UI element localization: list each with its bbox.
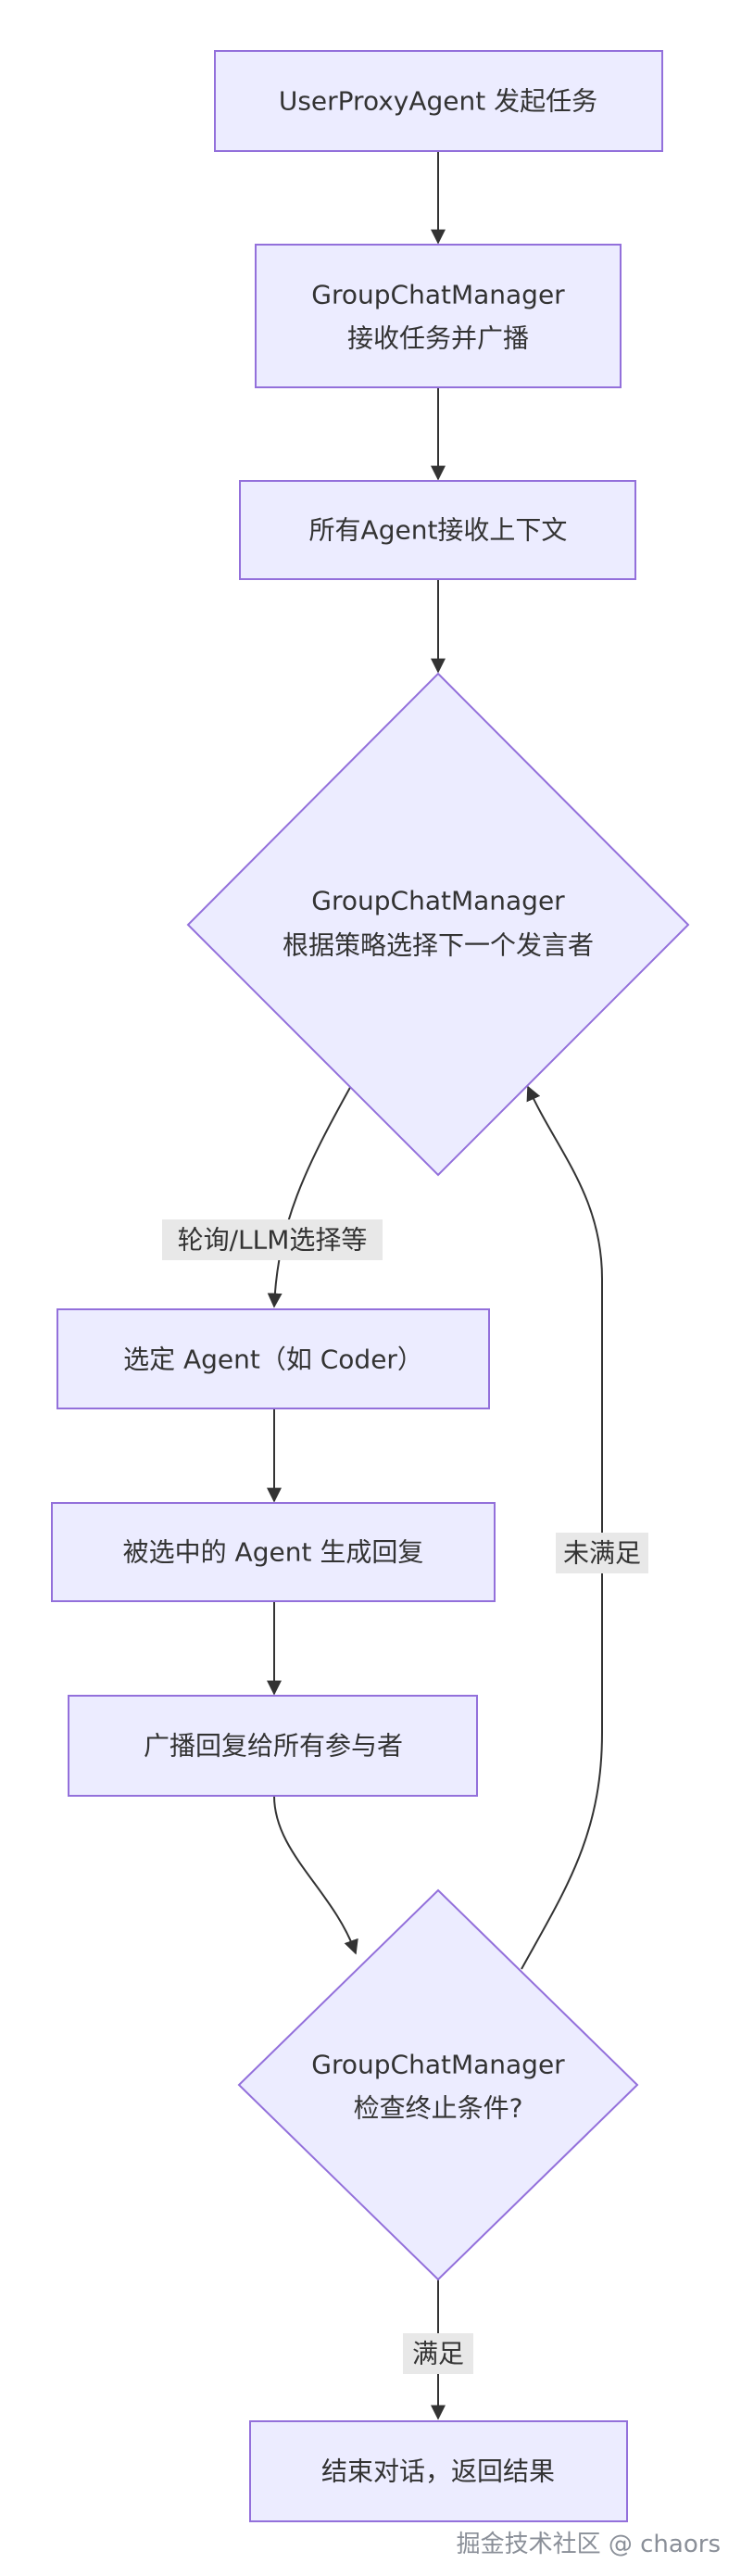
node-broadcast-task-line2: 接收任务并广播 (347, 323, 529, 354)
edge-label-bg-satisfied (403, 2333, 473, 2374)
edge-label-not-satisfied: 未满足 (563, 1538, 641, 1569)
edge-label-select-method: 轮询/LLM选择等 (178, 1225, 368, 1256)
node-check-termination-line1: GroupChatManager (311, 2050, 565, 2080)
edge-labels: 轮询/LLM选择等 未满足 满足 (162, 1219, 648, 2374)
edge-label-bg-select (162, 1219, 383, 1260)
node-selected-agent: 选定 Agent（如 Coder） (57, 1308, 490, 1409)
edge-label-bg-not-satisfied (556, 1533, 648, 1573)
node-select-speaker-line1: GroupChatManager (311, 886, 565, 916)
node-check-termination-diamond (237, 1888, 639, 2281)
node-receive-context-label: 所有Agent接收上下文 (309, 515, 568, 546)
node-broadcast-task-line1: GroupChatManager (311, 280, 565, 310)
node-selected-agent-box (57, 1308, 490, 1409)
node-receive-context: 所有Agent接收上下文 (239, 480, 636, 580)
node-broadcast-reply: 广播回复给所有参与者 (68, 1695, 478, 1797)
node-generate-reply-label: 被选中的 Agent 生成回复 (123, 1537, 424, 1568)
node-start-label: UserProxyAgent 发起任务 (279, 86, 597, 117)
edge-check-to-select-loop (521, 1085, 603, 1970)
node-generate-reply-box (51, 1502, 496, 1602)
node-select-speaker-diamond (186, 672, 690, 1177)
node-select-speaker-line2: 根据策略选择下一个发言者 (283, 930, 594, 961)
node-selected-agent-label: 选定 Agent（如 Coder） (123, 1345, 423, 1375)
node-check-termination-line2: 检查终止条件? (354, 2093, 523, 2124)
edge-reply-to-check (273, 1795, 358, 1955)
node-broadcast-reply-label: 广播回复给所有参与者 (144, 1731, 403, 1762)
node-receive-context-box (239, 480, 636, 580)
watermark: 掘金技术社区 @ chaors (456, 2531, 721, 2558)
node-check-termination: GroupChatManager 检查终止条件? (237, 1888, 639, 2281)
node-broadcast-task-box (255, 244, 622, 388)
nodes: UserProxyAgent 发起任务 GroupChatManager 接收任… (51, 50, 690, 2522)
node-start-box (214, 50, 663, 152)
edge-select-to-agent (267, 1083, 353, 1308)
edge-label-satisfied: 满足 (412, 2339, 464, 2369)
node-end-label: 结束对话，返回结果 (321, 2456, 555, 2487)
node-broadcast-task: GroupChatManager 接收任务并广播 (255, 244, 622, 388)
node-end: 结束对话，返回结果 (249, 2420, 628, 2522)
node-start: UserProxyAgent 发起任务 (214, 50, 663, 152)
node-end-box (249, 2420, 628, 2522)
node-broadcast-reply-box (68, 1695, 478, 1797)
node-select-speaker: GroupChatManager 根据策略选择下一个发言者 (186, 672, 690, 1177)
node-generate-reply: 被选中的 Agent 生成回复 (51, 1502, 496, 1602)
